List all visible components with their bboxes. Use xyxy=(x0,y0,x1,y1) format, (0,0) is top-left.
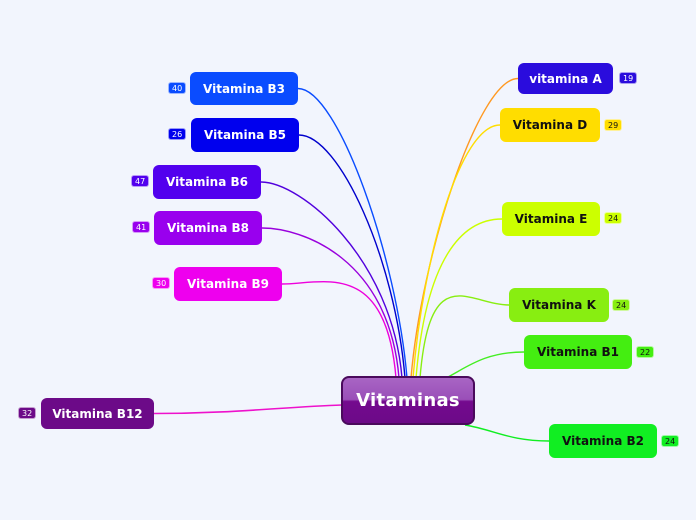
topic-vitamina-b3[interactable]: Vitamina B3 xyxy=(190,72,298,105)
topic-count-badge: 24 xyxy=(604,212,623,224)
topic-label: Vitamina B8 xyxy=(167,221,249,235)
topic-label: Vitamina B2 xyxy=(562,434,644,448)
topic-label: Vitamina B3 xyxy=(203,81,285,96)
topic-vitamina-b8[interactable]: Vitamina B8 xyxy=(154,211,262,245)
topic-vitamina-e[interactable]: Vitamina E xyxy=(502,202,600,236)
topic-count-badge: 30 xyxy=(152,277,171,289)
connector-e xyxy=(415,218,503,379)
topic-label: Vitamina D xyxy=(512,118,588,132)
topic-count-badge: 40 xyxy=(168,82,187,94)
topic-label: Vitamina B9 xyxy=(187,277,269,291)
topic-label: vitamina A xyxy=(529,71,602,86)
central-topic-label: Vitaminas xyxy=(356,390,460,411)
topic-label: Vitamina B5 xyxy=(204,128,286,142)
topic-count-badge: 24 xyxy=(661,435,680,447)
topic-vitamina-b1[interactable]: Vitamina B1 xyxy=(524,335,632,369)
topic-vitamina-d[interactable]: Vitamina D xyxy=(500,108,600,142)
topic-vitamina-b6[interactable]: Vitamina B6 xyxy=(153,165,261,199)
connector-b2 xyxy=(464,424,550,442)
topic-count-badge: 29 xyxy=(604,119,623,131)
connector-b6 xyxy=(260,181,403,379)
topic-vitamina-b12[interactable]: Vitamina B12 xyxy=(41,398,154,429)
central-topic[interactable]: Vitaminas xyxy=(341,376,475,425)
connector-b9 xyxy=(281,280,397,379)
connector-d xyxy=(412,124,501,379)
topic-count-badge: 22 xyxy=(636,346,655,358)
topic-count-badge: 24 xyxy=(612,299,631,311)
topic-vitamina-k[interactable]: Vitamina K xyxy=(509,288,609,322)
topic-vitamina-b2[interactable]: Vitamina B2 xyxy=(549,424,657,458)
topic-vitamina-b5[interactable]: Vitamina B5 xyxy=(191,118,299,152)
topic-vitamina-b9[interactable]: Vitamina B9 xyxy=(174,267,282,301)
connector-b1 xyxy=(445,351,525,379)
topic-count-badge: 26 xyxy=(168,128,187,140)
connector-b8 xyxy=(261,227,400,379)
connector-b5 xyxy=(298,134,406,379)
topic-count-badge: 32 xyxy=(18,407,37,419)
topic-count-badge: 41 xyxy=(132,221,151,233)
topic-label: Vitamina E xyxy=(514,212,588,226)
topic-label: Vitamina K xyxy=(522,298,596,312)
topic-label: Vitamina B1 xyxy=(537,345,619,359)
connector-k xyxy=(419,295,510,379)
topic-count-badge: 47 xyxy=(131,175,150,187)
connector-b12 xyxy=(153,404,343,415)
topic-label: Vitamina B12 xyxy=(52,406,143,421)
topic-count-badge: 19 xyxy=(619,72,638,84)
topic-label: Vitamina B6 xyxy=(166,175,248,189)
connector-b3 xyxy=(297,87,408,379)
topic-vitamina-a[interactable]: vitamina A xyxy=(518,63,613,94)
